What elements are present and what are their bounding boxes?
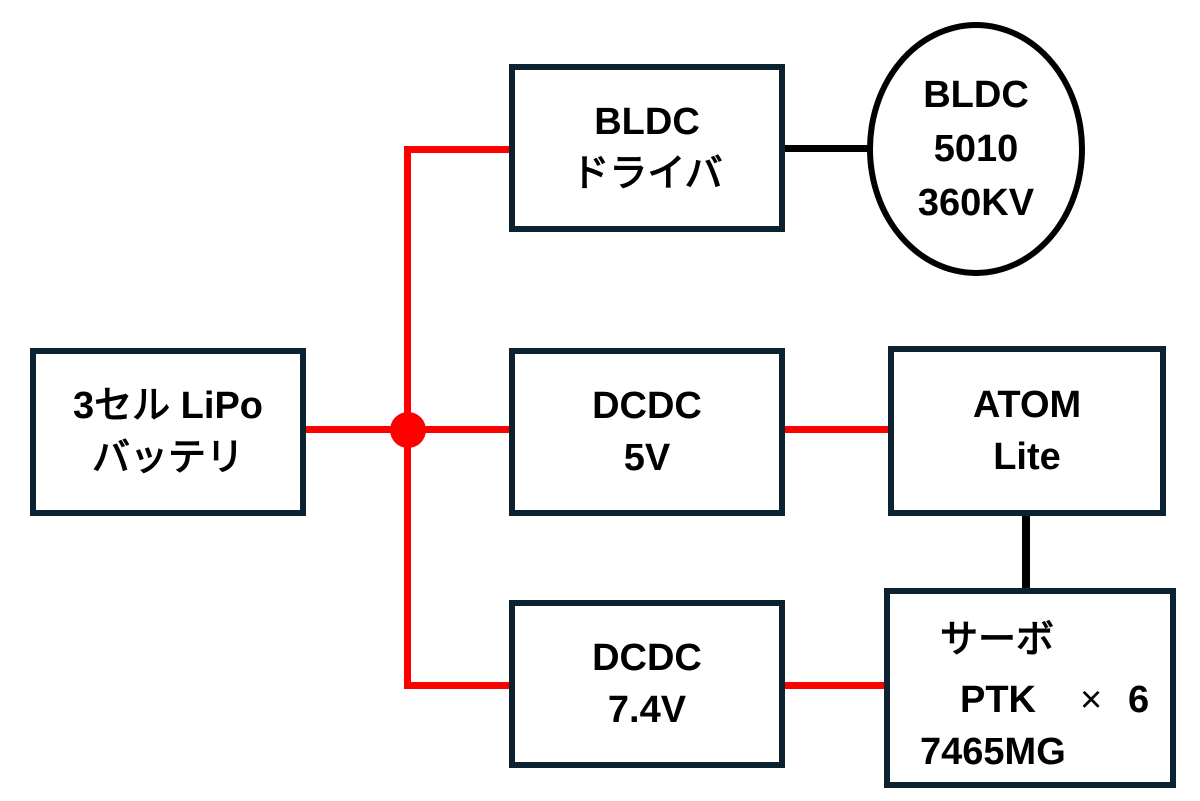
- atom-lite-label-line1: ATOM: [972, 384, 1082, 426]
- dcdc-7v4-label-line2: 7.4V: [607, 689, 687, 731]
- wire-driver-to-motor: [782, 145, 874, 152]
- servo-label-line2: PTK: [960, 679, 1036, 721]
- dcdc-7v4-label-line1: DCDC: [592, 637, 702, 679]
- servo-label-line3: 7465MG: [920, 731, 1066, 773]
- servo-multiplier-sign: ×: [1080, 679, 1103, 721]
- wire-atom-to-servo: [1022, 510, 1030, 594]
- servo-block: サーボ PTK × 6 7465MG: [884, 588, 1176, 788]
- servo-label-line1: サーボ: [940, 619, 1055, 661]
- bldc-motor-label-line2: 5010: [933, 128, 1019, 170]
- bldc-motor-circle: BLDC 5010 360KV: [867, 22, 1085, 276]
- wire-bus-to-bldc-driver: [404, 146, 514, 153]
- atom-lite-label-line2: Lite: [993, 436, 1061, 478]
- battery-label-line1: 3セル LiPo: [72, 385, 264, 427]
- servo-multiplier-count: 6: [1128, 679, 1150, 721]
- wire-bus-to-dcdc-7v4: [404, 682, 514, 689]
- battery-block: 3セル LiPo バッテリ: [30, 348, 306, 516]
- bldc-driver-block: BLDC ドライバ: [509, 64, 785, 232]
- dcdc-5v-block: DCDC 5V: [509, 348, 785, 516]
- dcdc-5v-label-line1: DCDC: [592, 385, 702, 427]
- bldc-driver-label-line1: BLDC: [594, 101, 700, 143]
- wire-dcdc-7v4-to-servo: [782, 682, 887, 689]
- bldc-motor-label-line1: BLDC: [923, 74, 1029, 116]
- wire-dcdc-5v-to-atom: [782, 426, 892, 433]
- bldc-driver-label-line2: ドライバ: [571, 153, 723, 195]
- battery-label-line2: バッテリ: [91, 437, 244, 479]
- bldc-motor-label-line3: 360KV: [917, 182, 1035, 224]
- atom-lite-block: ATOM Lite: [888, 346, 1166, 516]
- dcdc-7v4-block: DCDC 7.4V: [509, 600, 785, 768]
- dcdc-5v-label-line2: 5V: [623, 437, 671, 479]
- power-junction-dot: [390, 412, 426, 448]
